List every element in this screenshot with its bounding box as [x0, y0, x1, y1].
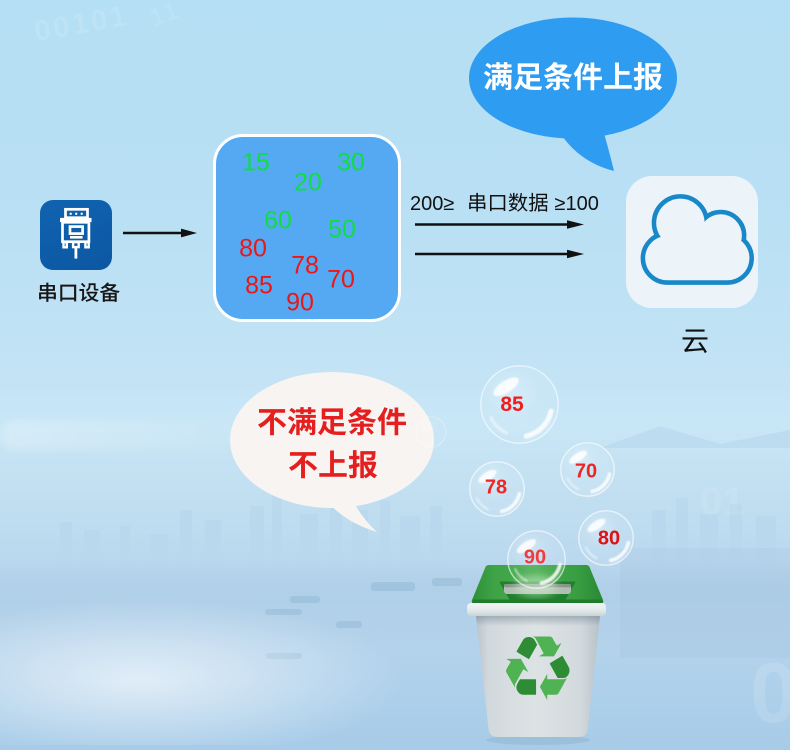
svg-text:200≥: 200≥ [410, 193, 454, 215]
svg-text:≥100: ≥100 [555, 193, 599, 215]
